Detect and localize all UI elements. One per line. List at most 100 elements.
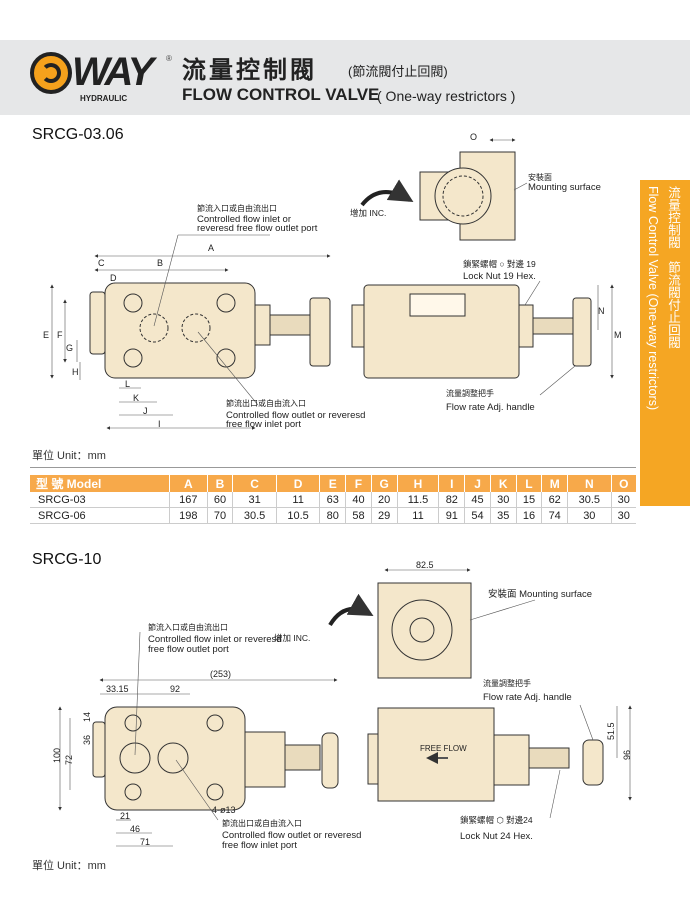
value-cell: 15 xyxy=(516,492,543,508)
dim-72: 72 xyxy=(64,755,74,765)
logo-subtext: HYDRAULIC xyxy=(80,94,128,103)
srcg03-side-view xyxy=(351,284,592,379)
col-header: G xyxy=(371,475,398,492)
inlet-zh: 節流入口或自由流出口 xyxy=(197,203,277,213)
value-cell: 11.5 xyxy=(397,492,440,508)
unit-label-2: 單位 Unit：mm xyxy=(32,860,106,872)
handle-zh: 流量調整把手 xyxy=(446,388,494,398)
spec-table: 型 號 Model A B C D E F G H I J K L M N O … xyxy=(30,475,636,524)
value-cell: 30 xyxy=(611,492,636,508)
value-cell: 62 xyxy=(541,492,569,508)
dim-E: E xyxy=(43,330,49,340)
inc-arrow-icon xyxy=(328,593,374,627)
value-cell: 54 xyxy=(464,507,491,524)
dim-B: B xyxy=(157,258,163,268)
col-header: D xyxy=(276,475,321,492)
value-cell: 11 xyxy=(276,492,321,508)
col-header: F xyxy=(345,475,372,492)
value-cell: 10.5 xyxy=(276,507,321,524)
dim-21: 21 xyxy=(120,811,130,821)
col-header: M xyxy=(541,475,569,492)
free-flow-label: FREE FLOW xyxy=(420,744,467,753)
col-header: E xyxy=(319,475,347,492)
value-cell: 40 xyxy=(345,492,372,508)
inlet-zh-2: 節流入口或自由流出口 xyxy=(148,622,228,632)
side-tab xyxy=(640,180,690,506)
dim-J: J xyxy=(143,406,148,416)
dim-96: 96 xyxy=(622,750,632,760)
col-header: 型 號 Model xyxy=(30,475,170,492)
registered-mark: ® xyxy=(166,54,172,63)
srcg10-front-view xyxy=(92,706,339,811)
outlet-en2-2: free flow inlet port xyxy=(222,840,297,851)
outlet-en1: Controlled flow outlet or reveresd xyxy=(226,410,365,421)
unit-label: 單位 Unit：mm xyxy=(32,450,106,462)
value-cell: 45 xyxy=(464,492,491,508)
value-cell: 11 xyxy=(397,507,440,524)
value-cell: 30 xyxy=(611,507,636,524)
value-cell: 198 xyxy=(169,507,208,524)
srcg10-top-view xyxy=(377,582,472,679)
dim-92: 92 xyxy=(170,684,180,694)
srcg03-front-view xyxy=(89,282,331,379)
value-cell: 91 xyxy=(438,507,466,524)
col-header: I xyxy=(438,475,466,492)
side-tab-en: Flow Control Valve (One-way restrictors) xyxy=(646,186,660,411)
dim-100: 100 xyxy=(52,748,62,763)
dim-O: O xyxy=(470,132,477,142)
dim-K: K xyxy=(133,393,139,403)
inc-label-2: 增加 INC. xyxy=(274,633,310,643)
handle-en: Flow rate Adj. handle xyxy=(446,402,535,413)
mounting-label: 安裝面 Mounting surface xyxy=(488,588,592,600)
title-english: FLOW CONTROL VALVE xyxy=(182,85,380,104)
value-cell: 80 xyxy=(319,507,347,524)
outlet-zh: 節流出口或自由流入口 xyxy=(226,398,306,408)
col-header: C xyxy=(232,475,277,492)
value-cell: 35 xyxy=(490,507,517,524)
value-cell: 74 xyxy=(541,507,569,524)
inc-label: 增加 INC. xyxy=(350,208,386,218)
mounting-en: Mounting surface xyxy=(528,182,601,193)
value-cell: 60 xyxy=(207,492,234,508)
col-header: K xyxy=(490,475,517,492)
handle-en-2: Flow rate Adj. handle xyxy=(483,692,572,703)
inlet-en1: Controlled flow inlet or xyxy=(197,214,291,225)
value-cell: 16 xyxy=(516,507,543,524)
value-cell: 31 xyxy=(232,492,277,508)
logo-text: WAY xyxy=(72,50,154,94)
dim-46: 46 xyxy=(130,824,140,834)
outlet-zh-2: 節流出口或自由流入口 xyxy=(222,818,302,828)
col-header: H xyxy=(397,475,440,492)
locknut-en: Lock Nut 19 Hex. xyxy=(463,271,536,282)
locknut-zh-2: 鎖緊螺帽 ⬡ 對邊24 xyxy=(460,815,533,825)
dim-A: A xyxy=(208,243,214,253)
dim-L: L xyxy=(125,379,130,389)
dim-I: I xyxy=(158,419,161,429)
handle-zh-2: 流量調整把手 xyxy=(483,678,531,688)
value-cell: 82 xyxy=(438,492,466,508)
value-cell: 30.5 xyxy=(232,507,277,524)
section1-title: SRCG-03.06 xyxy=(32,126,124,143)
col-header: J xyxy=(464,475,491,492)
col-header: L xyxy=(516,475,543,492)
value-cell: 63 xyxy=(319,492,347,508)
title-chinese-sub: (節流閥付止回閥) xyxy=(348,64,448,79)
dim-H: H xyxy=(72,367,79,377)
inlet-en2: reveresd free flow outlet port xyxy=(197,223,318,234)
value-cell: 70 xyxy=(207,507,234,524)
dim-82-5: 82.5 xyxy=(416,560,434,570)
holes-label: 4-ø13 xyxy=(212,805,236,815)
dim-C: C xyxy=(98,258,105,268)
value-cell: 30 xyxy=(567,507,612,524)
dim-M: M xyxy=(614,330,622,340)
value-cell: 30.5 xyxy=(567,492,612,508)
model-cell: SRCG-06 xyxy=(30,507,170,524)
col-header: N xyxy=(567,475,612,492)
srcg03-top-view xyxy=(419,151,516,241)
dim-F: F xyxy=(57,330,63,340)
table-top-rule xyxy=(30,467,636,468)
section2-title: SRCG-10 xyxy=(32,551,102,568)
dim-G: G xyxy=(66,343,73,353)
